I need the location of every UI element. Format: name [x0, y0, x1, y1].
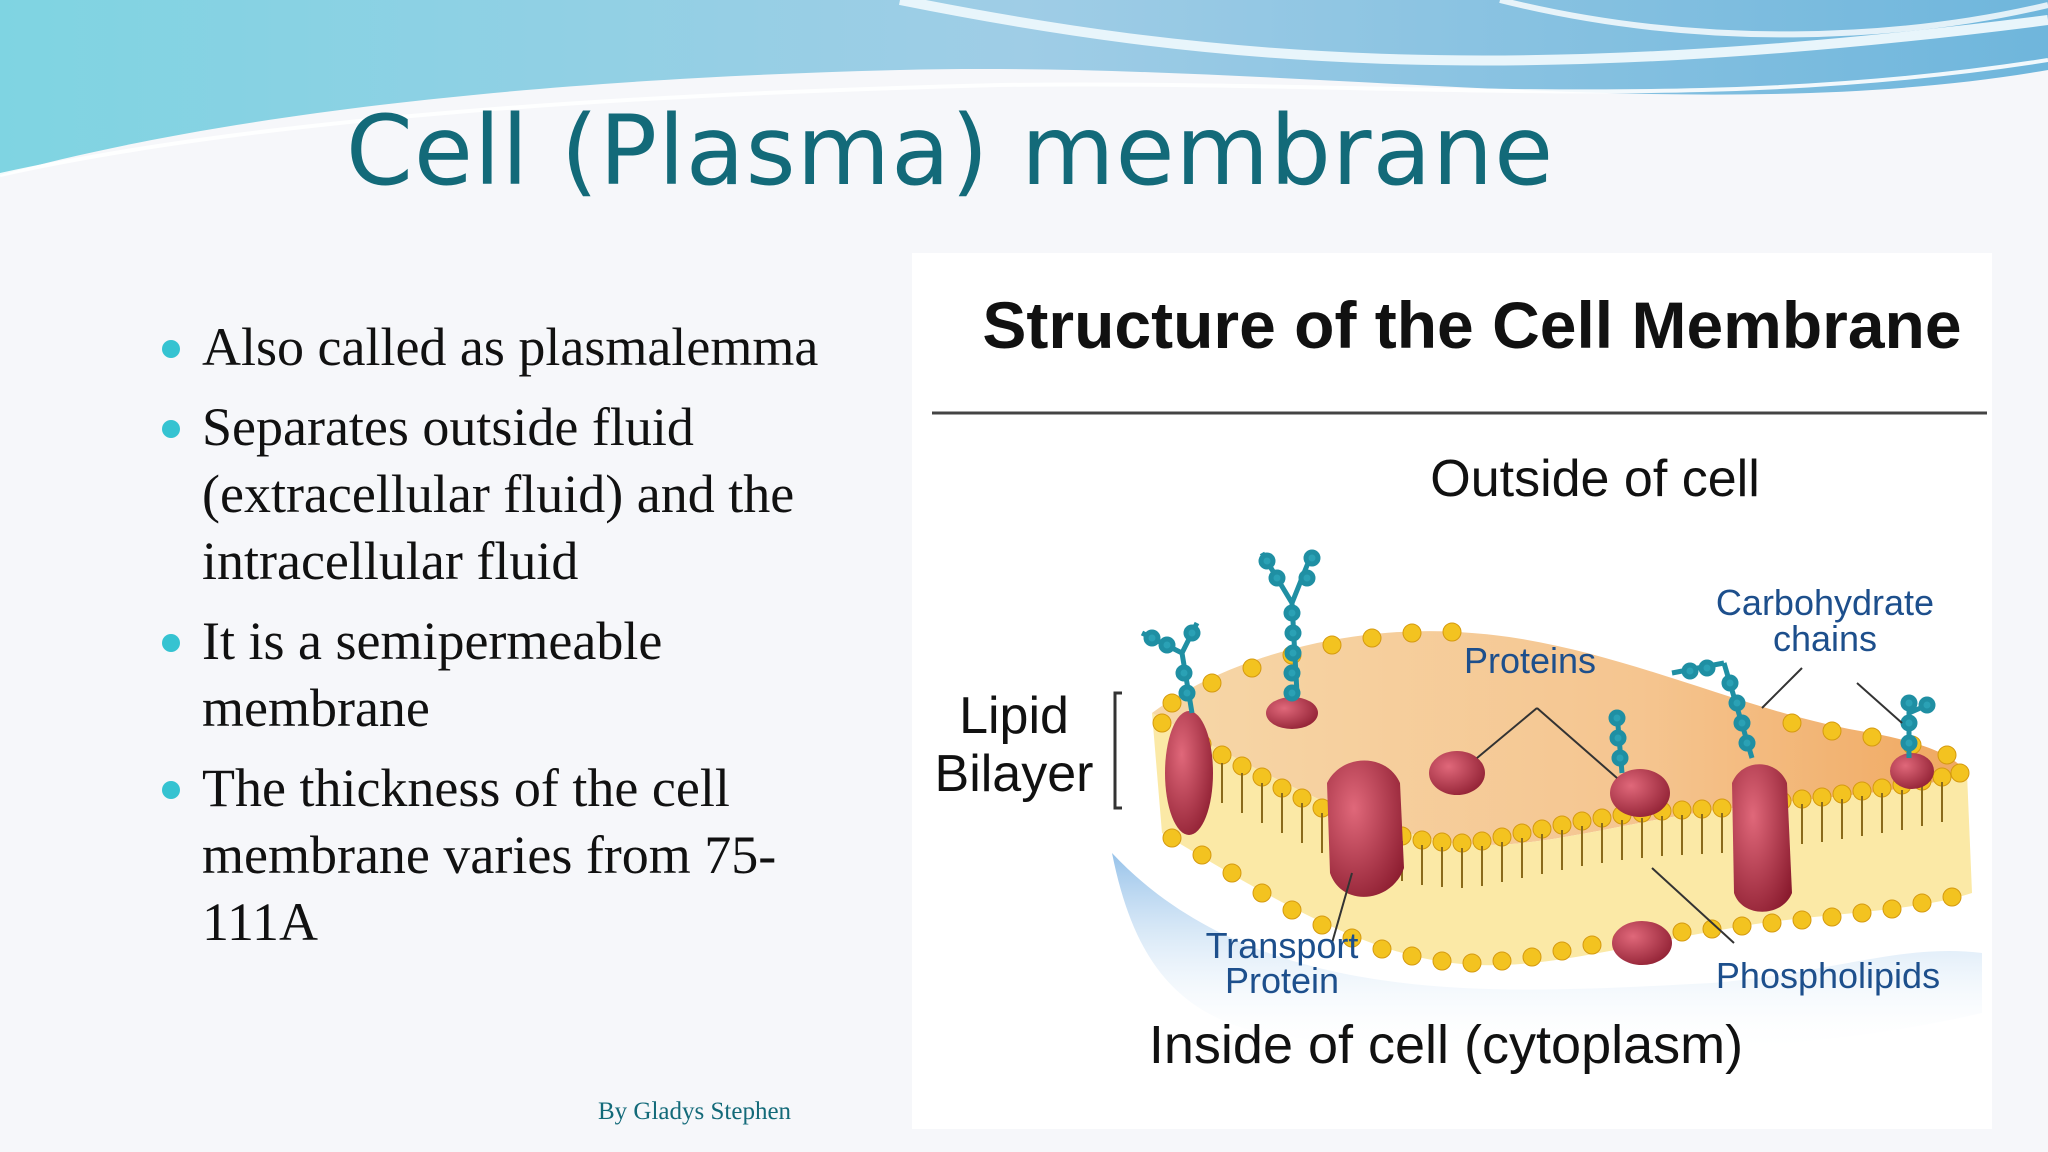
bullet-text: Separates outside fluid (extracellular f…	[202, 397, 795, 591]
bullet-text: It is a semipermeable membrane	[202, 611, 663, 738]
figure-title: Structure of the Cell Membrane	[982, 288, 1961, 362]
phospholipids-label: Phospholipids	[1716, 955, 1940, 996]
bullet-item: The thickness of the cell membrane varie…	[160, 755, 880, 956]
bullet-dot-icon	[162, 340, 180, 358]
proteins-label: Proteins	[1464, 640, 1596, 681]
transport-label-line2: Protein	[1225, 960, 1339, 1001]
inside-cell-label: Inside of cell (cytoplasm)	[1149, 1015, 1743, 1075]
bullet-text: Also called as plasmalemma	[202, 317, 819, 377]
membrane-proteins	[1165, 697, 1934, 965]
bullet-item: Separates outside fluid (extracellular f…	[160, 394, 880, 595]
protein-bottom	[1612, 921, 1672, 965]
cell-membrane-figure: Structure of the Cell Membrane Outside o…	[912, 253, 1992, 1129]
outside-cell-label: Outside of cell	[1430, 450, 1760, 508]
leader-lines	[1331, 667, 1903, 944]
carbohydrate-label-line1: Carbohydrate	[1716, 582, 1934, 623]
protein-middle	[1429, 751, 1485, 795]
membrane-shadow	[1112, 853, 1982, 1055]
lipid-label-line2: Bilayer	[935, 745, 1094, 803]
slide-title: Cell (Plasma) membrane	[345, 95, 1555, 207]
bullet-list: Also called as plasmalemma Separates out…	[160, 314, 880, 969]
protein-far-right	[1890, 753, 1934, 789]
bullet-item: It is a semipermeable membrane	[160, 608, 880, 742]
protein-right-middle	[1610, 769, 1670, 817]
transport-label-line1: Transport	[1206, 925, 1359, 966]
lipid-bilayer-bracket	[1113, 691, 1122, 810]
bullet-dot-icon	[162, 420, 180, 438]
bullet-dot-icon	[162, 634, 180, 652]
protein-left	[1165, 711, 1213, 835]
protein-top	[1266, 697, 1318, 729]
header-wave-decoration	[0, 0, 2048, 177]
bullet-text: The thickness of the cell membrane varie…	[202, 758, 777, 952]
protein-right	[1732, 764, 1792, 912]
lipid-label-line1: Lipid	[959, 687, 1069, 745]
transport-protein	[1327, 760, 1404, 897]
bullet-item: Also called as plasmalemma	[160, 314, 880, 381]
carbohydrate-label-line2: chains	[1773, 618, 1877, 659]
bullet-dot-icon	[162, 781, 180, 799]
author-byline: By Gladys Stephen	[598, 1098, 792, 1125]
carbohydrate-chains	[1140, 549, 1936, 774]
